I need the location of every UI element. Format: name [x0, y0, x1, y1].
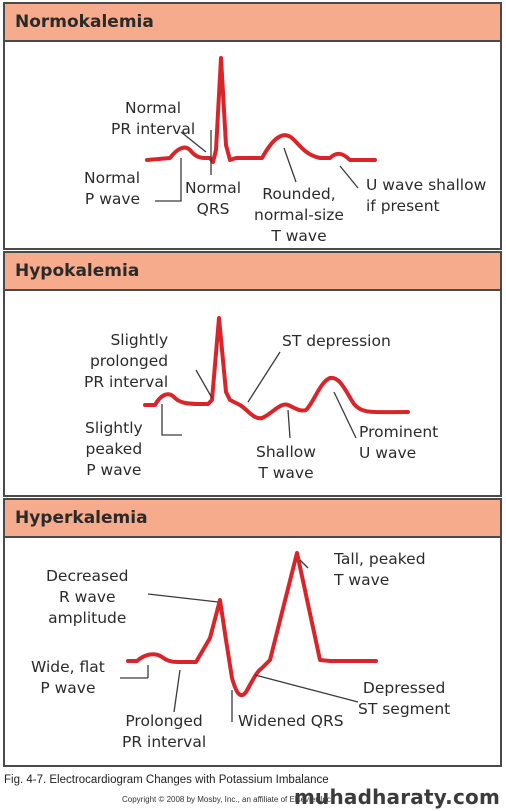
hyperkalemia-title: Hyperkalemia: [5, 500, 500, 538]
label-normal-pr-interval: Normal PR interval: [111, 99, 196, 138]
label-rounded-t-wave: Rounded, normal-size T wave: [254, 185, 344, 245]
figure-caption: Fig. 4-7. Electrocardiogram Changes with…: [4, 774, 329, 786]
watermark: muhadharaty.com: [293, 785, 500, 809]
normokalemia-panel: Normokalemia: [3, 2, 502, 250]
label-shallow-t-wave: Shallow T wave: [256, 443, 316, 482]
label-prolonged-pr: Prolonged PR interval: [122, 712, 207, 751]
normokalemia-title: Normokalemia: [5, 4, 500, 42]
hyperkalemia-ecg-trace: [126, 551, 378, 698]
copyright-text: Copyright © 2008 by Mosby, Inc., an affi…: [122, 795, 334, 804]
hypokalemia-title: Hypokalemia: [5, 253, 500, 291]
label-widened-qrs: Widened QRS: [238, 712, 344, 730]
hypokalemia-panel: Hypokalemia: [3, 251, 502, 497]
label-u-wave-shallow: U wave shallow if present: [366, 176, 487, 215]
label-st-depression: ST depression: [282, 332, 391, 350]
hypokalemia-ecg-trace: [143, 316, 410, 421]
hyperkalemia-panel: Hyperkalemia: [3, 498, 502, 767]
label-normal-p-wave: Normal P wave: [84, 169, 141, 208]
label-slightly-peaked-p: Slightly peaked P wave: [85, 419, 143, 479]
label-tall-peaked-t: Tall, peaked T wave: [334, 550, 426, 589]
label-prominent-u-wave: Prominent U wave: [359, 423, 439, 462]
label-wide-flat-p: Wide, flat P wave: [31, 658, 105, 697]
label-decreased-r-wave: Decreased R wave amplitude: [46, 567, 129, 627]
label-depressed-st: Depressed ST segment: [358, 679, 451, 718]
label-normal-qrs: Normal QRS: [185, 179, 242, 218]
normokalemia-ecg-trace: [145, 56, 377, 164]
label-slightly-prolonged-pr: Slightly prolonged PR interval: [84, 331, 169, 391]
